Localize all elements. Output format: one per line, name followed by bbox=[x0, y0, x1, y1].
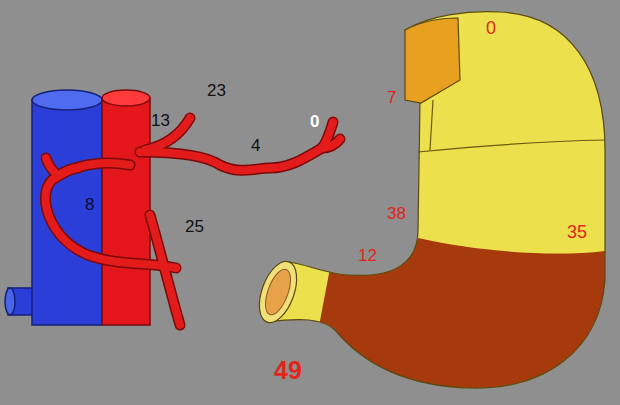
callout-number: 0 bbox=[310, 113, 319, 130]
callout-number: 8 bbox=[85, 196, 94, 213]
callout-number: 23 bbox=[207, 82, 226, 99]
callout-number: 12 bbox=[358, 247, 377, 264]
callout-number: 13 bbox=[151, 112, 170, 129]
esophagus bbox=[405, 18, 460, 103]
callout-number: 25 bbox=[185, 218, 204, 235]
callout-number: 7 bbox=[387, 89, 396, 106]
vein bbox=[5, 90, 102, 325]
callout-number: 49 bbox=[274, 358, 302, 383]
callout-number: 38 bbox=[387, 205, 406, 222]
aorta bbox=[102, 90, 150, 325]
callout-number: 35 bbox=[567, 223, 587, 241]
stomach bbox=[252, 12, 612, 405]
callout-number: 0 bbox=[486, 19, 496, 37]
callout-number: 4 bbox=[251, 137, 260, 154]
